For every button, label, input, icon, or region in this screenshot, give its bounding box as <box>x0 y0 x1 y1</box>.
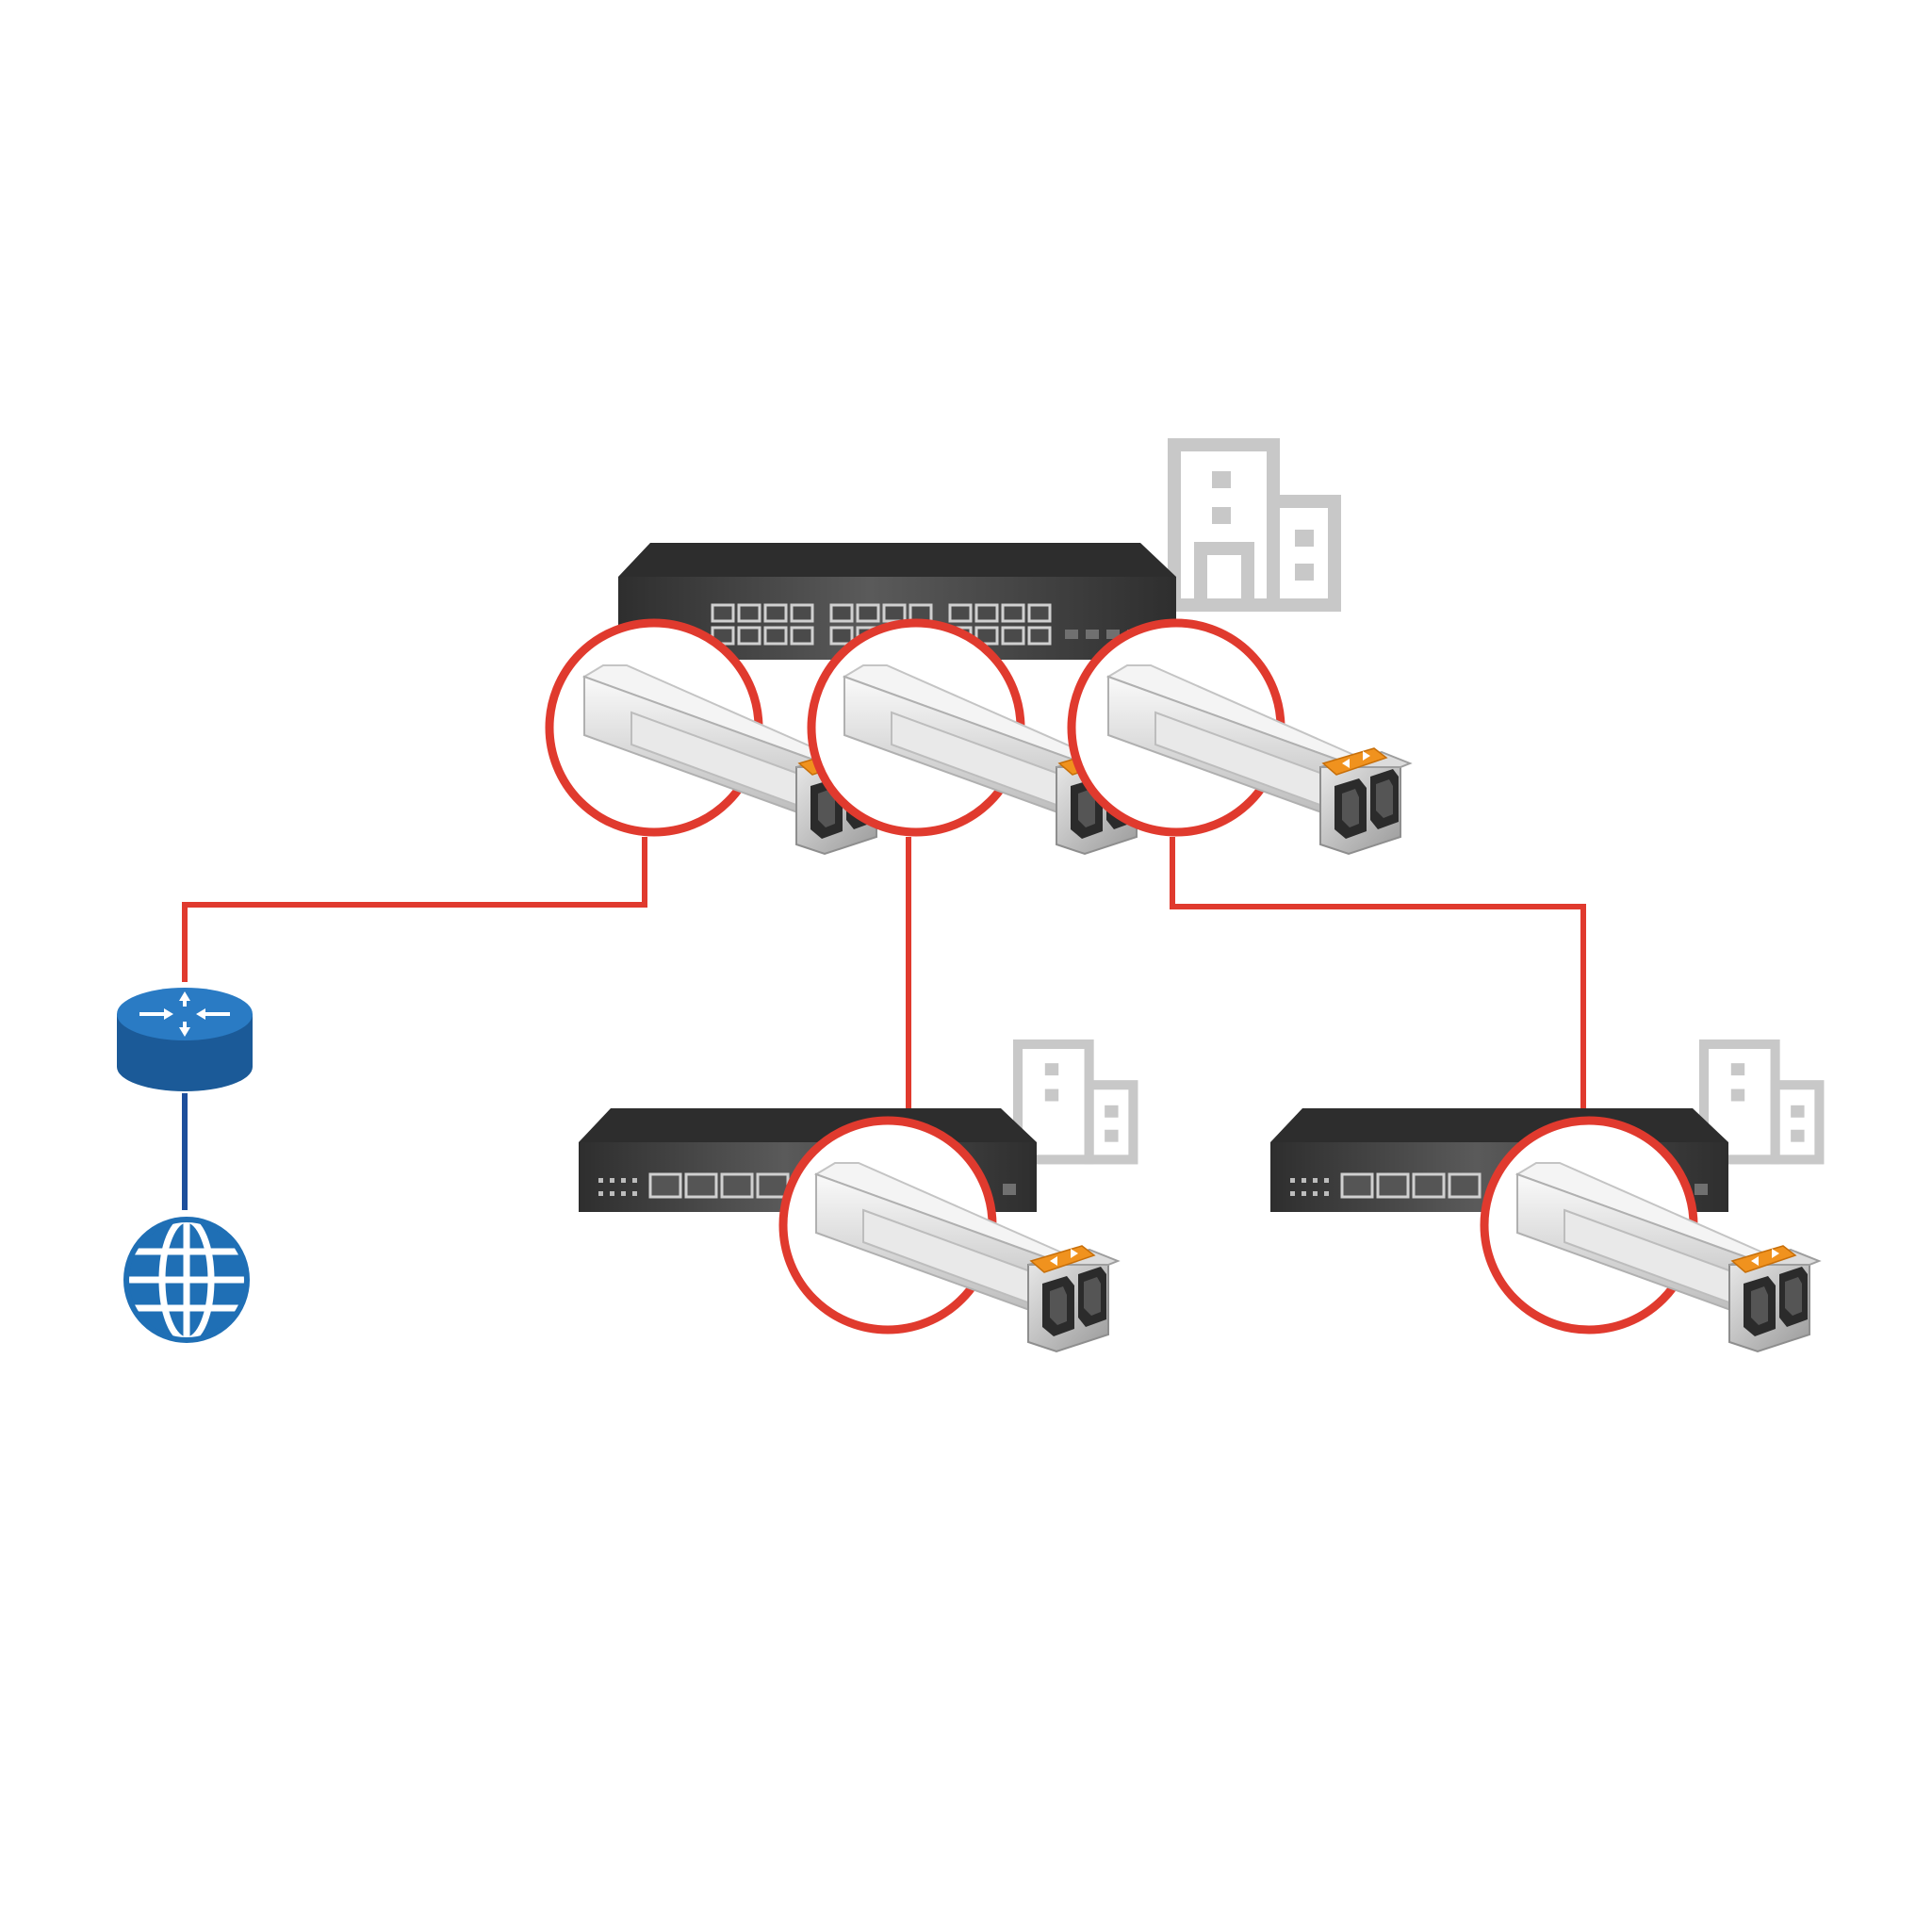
switch-port <box>1001 603 1025 623</box>
globe-icon <box>123 1216 250 1344</box>
sfp-module-icon <box>545 618 887 855</box>
sfp-module-icon <box>778 1116 1119 1352</box>
switch-port <box>790 603 814 623</box>
switch-port <box>974 626 999 646</box>
sfp-module-icon <box>1067 618 1411 855</box>
switch-port <box>1001 626 1025 646</box>
switch-port <box>1027 603 1052 623</box>
sfp-module-icon <box>1480 1116 1820 1352</box>
switch-port <box>763 626 788 646</box>
switch-port <box>737 603 761 623</box>
switch-port <box>737 626 761 646</box>
switch-port <box>974 603 999 623</box>
switch-port <box>856 603 880 623</box>
sfp-module-icon <box>807 618 1147 855</box>
switch-port <box>882 603 907 623</box>
switch-port <box>711 603 735 623</box>
building-icon <box>1174 445 1334 605</box>
switch-port <box>763 603 788 623</box>
switch-port <box>829 626 854 646</box>
switch-port <box>1027 626 1052 646</box>
switch-port <box>909 603 933 623</box>
fiber-link <box>182 837 647 982</box>
switch-port <box>948 603 973 623</box>
switch-port <box>829 603 854 623</box>
router-icon <box>117 988 253 1091</box>
switch-port <box>790 626 814 646</box>
fiber-link <box>1170 837 1586 1108</box>
